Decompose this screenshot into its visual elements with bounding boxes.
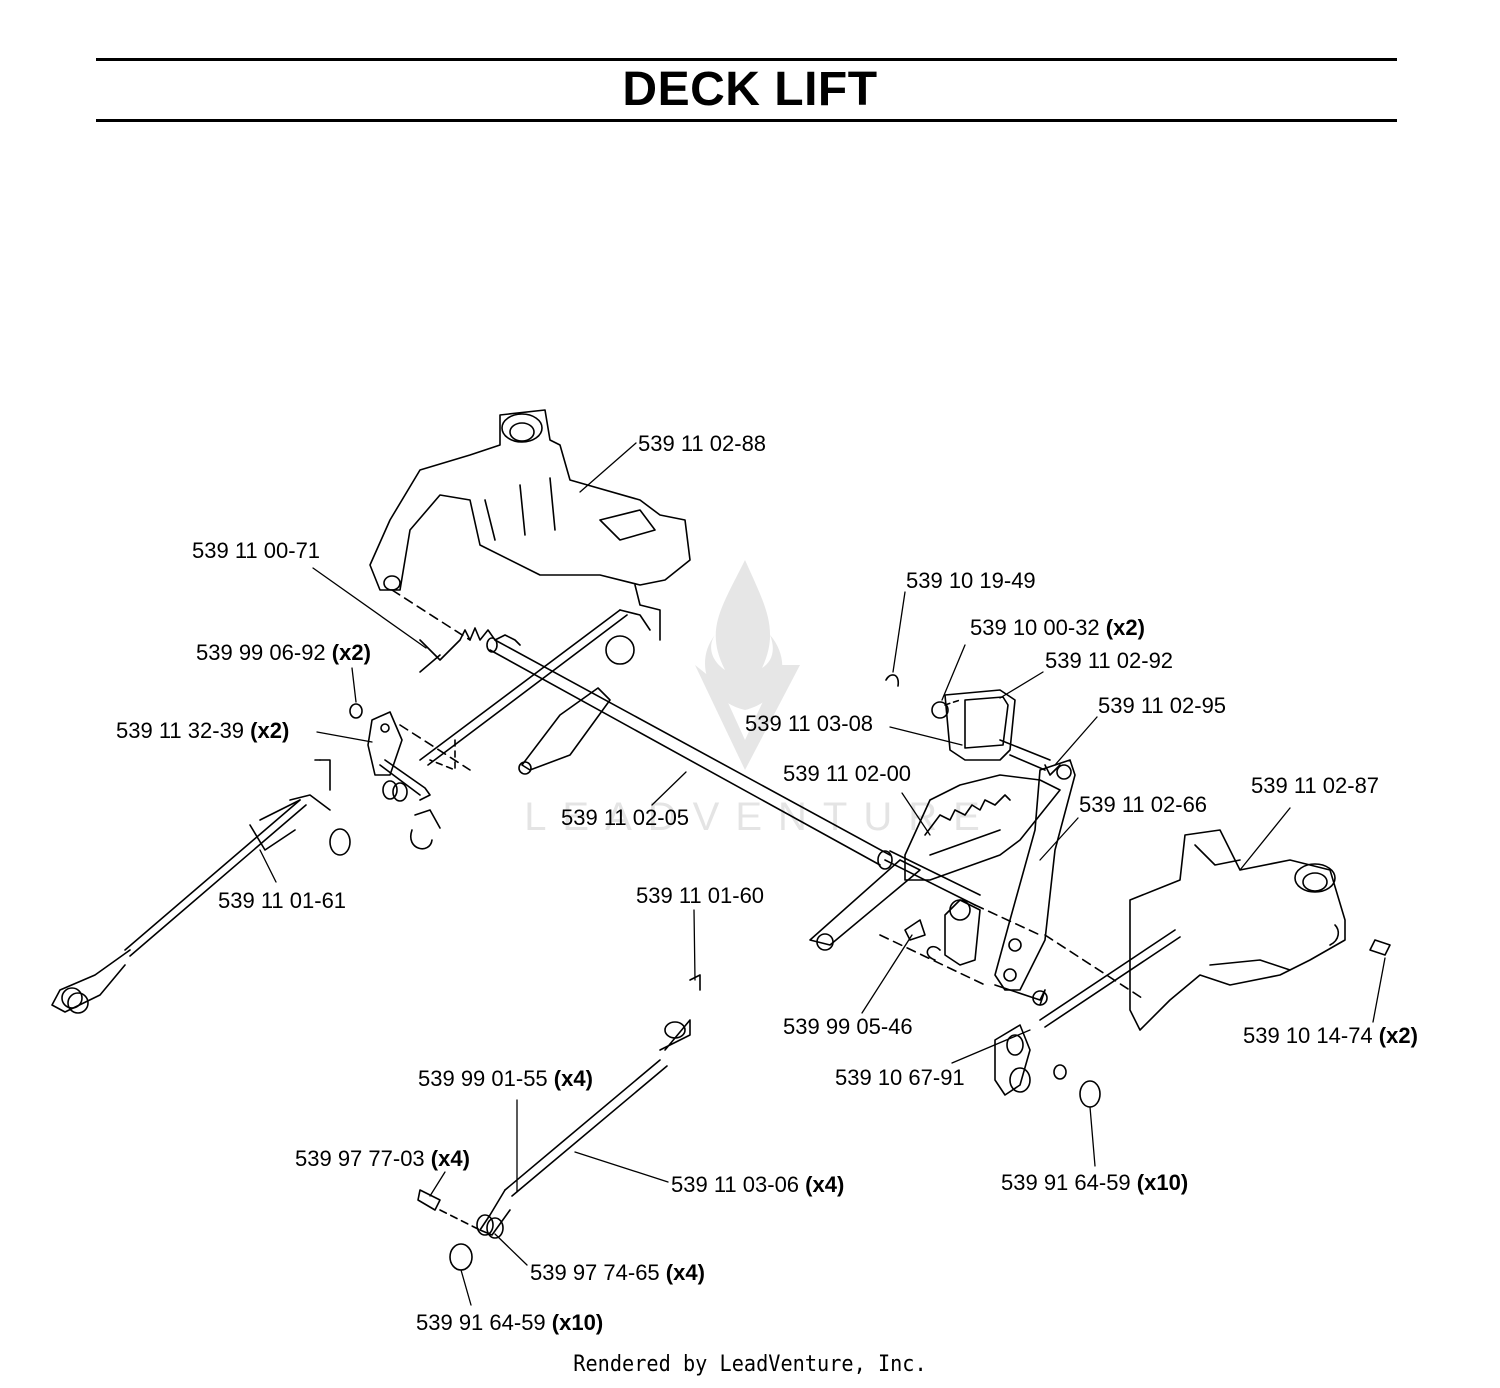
part-label: 539 11 03-06 (x4) xyxy=(671,1172,845,1197)
part-label: 539 10 00-32 (x2) xyxy=(970,615,1145,640)
part-label: 539 91 64-59 (x10) xyxy=(416,1310,604,1335)
leader-lines xyxy=(259,442,1386,1306)
part-label: 539 10 67-91 xyxy=(835,1065,965,1090)
part-label: 539 99 01-55 (x4) xyxy=(418,1066,593,1091)
part-label: 539 11 03-08 xyxy=(745,711,874,736)
part-label: 539 97 74-65 (x4) xyxy=(530,1260,705,1285)
part-label: 539 10 19-49 xyxy=(906,568,1036,593)
right-frame-bracket xyxy=(1129,829,1346,1031)
page-title: DECK LIFT xyxy=(622,63,878,116)
part-label: 539 11 02-95 xyxy=(1098,693,1227,718)
part-label: 539 11 02-66 xyxy=(1079,792,1208,817)
title-rule-bottom xyxy=(96,119,1397,122)
part-label: 539 91 64-59 (x10) xyxy=(1001,1170,1189,1195)
part-label: 539 99 06-92 (x2) xyxy=(196,640,371,665)
part-label: 539 97 77-03 (x4) xyxy=(295,1146,470,1171)
part-label: 539 11 01-60 xyxy=(636,883,765,908)
left-frame-bracket xyxy=(369,409,691,641)
part-label: 539 11 02-87 xyxy=(1251,773,1380,798)
title-rule-top xyxy=(96,58,1397,61)
main-lift-lever xyxy=(994,759,1076,991)
part-label: 539 11 01-61 xyxy=(218,888,347,913)
footer-credit: Rendered by LeadVenture, Inc. xyxy=(573,1352,927,1377)
lift-shaft xyxy=(486,637,981,906)
watermark-text: LEADVENTURE xyxy=(524,795,996,839)
leadventure-watermark: LEADVENTURE xyxy=(524,560,996,839)
part-label: 539 11 32-39 (x2) xyxy=(116,718,290,743)
part-label: 539 11 02-88 xyxy=(638,431,767,456)
height-adjust-quadrant xyxy=(904,774,1061,881)
part-label: 539 10 14-74 (x2) xyxy=(1243,1023,1418,1048)
part-label: 539 11 02-05 xyxy=(561,805,690,830)
part-label: 539 11 02-00 xyxy=(783,761,912,786)
part-label: 539 99 05-46 xyxy=(783,1014,913,1039)
lower-lift-rod xyxy=(476,974,701,1239)
left-lift-rod xyxy=(51,759,331,1014)
deck-lift-pedal xyxy=(944,689,1051,771)
part-label: 539 11 02-92 xyxy=(1045,648,1174,673)
part-label: 539 11 00-71 xyxy=(192,538,321,563)
